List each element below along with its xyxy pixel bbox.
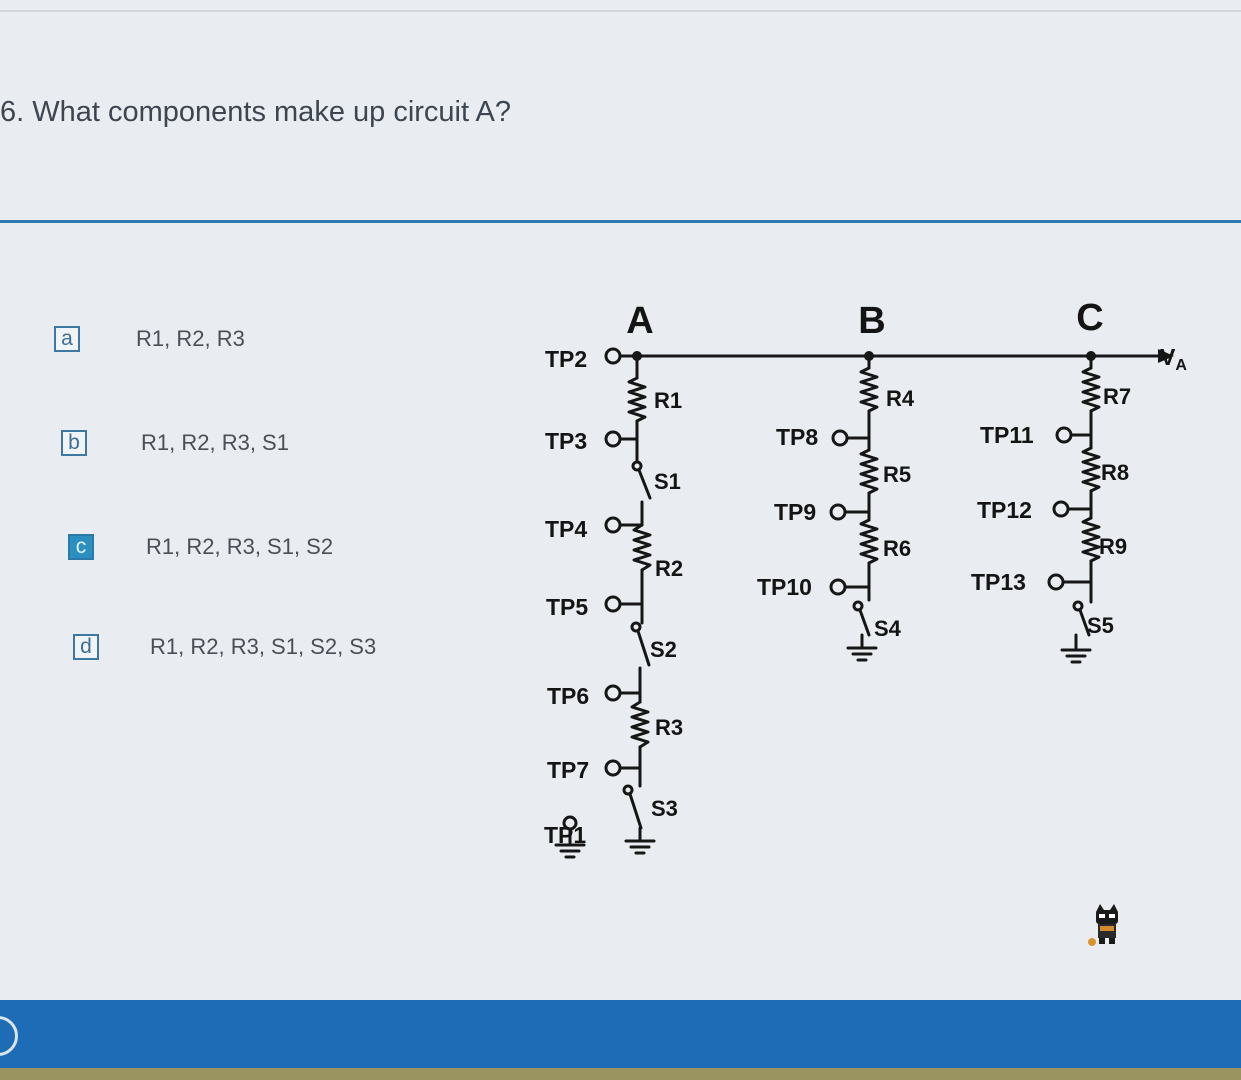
tp12-label: TP12: [977, 497, 1032, 523]
tp8-terminal: [831, 429, 849, 447]
tp5-label: TP5: [546, 594, 588, 620]
circuit-diagram: A B C VA TP1 TP2 TP3 TP4 TP5 TP6 TP7 TP8…: [544, 297, 1187, 859]
resistor-icon: [859, 518, 879, 565]
junction-dot: [632, 351, 642, 361]
tp2-label: TP2: [545, 346, 587, 372]
tp6-terminal: [604, 684, 622, 702]
switch-icon: [622, 784, 634, 796]
option-c-text[interactable]: R1, R2, R3, S1, S2: [146, 534, 334, 559]
switch-icon: [1072, 600, 1084, 612]
resistor-icon: [1081, 366, 1101, 413]
switch-icon: [636, 629, 651, 667]
tp7-label: TP7: [547, 757, 589, 783]
r1-label: R1: [654, 388, 682, 413]
switch-icon: [630, 621, 642, 633]
r5-label: R5: [883, 462, 911, 487]
tp2-terminal: [604, 347, 622, 365]
ground-icon: [1060, 648, 1092, 664]
option-b[interactable]: b R1, R2, R3, S1: [61, 430, 289, 456]
option-b-letter[interactable]: b: [61, 430, 87, 456]
tp8-label: TP8: [776, 424, 818, 450]
column-label-c: C: [1076, 297, 1103, 339]
option-d[interactable]: d R1, R2, R3, S1, S2, S3: [73, 634, 376, 660]
s1-label: S1: [654, 469, 681, 494]
tp9-terminal: [829, 503, 847, 521]
r8-label: R8: [1101, 460, 1129, 485]
option-a-text[interactable]: R1, R2, R3: [136, 326, 245, 351]
tp1-label: TP1: [544, 822, 586, 848]
mascot-icon[interactable]: [1082, 904, 1132, 950]
r6-label: R6: [883, 536, 911, 561]
tp6-label: TP6: [547, 683, 589, 709]
tp11-label: TP11: [980, 422, 1034, 448]
tp4-label: TP4: [545, 516, 587, 542]
ground-icon: [846, 646, 878, 662]
tp12-terminal: [1052, 500, 1070, 518]
footer-bar: [0, 1000, 1241, 1068]
supply-label: VA: [1160, 344, 1187, 374]
resistor-icon: [859, 366, 879, 413]
column-label-a: A: [626, 300, 653, 342]
resistor-icon: [630, 700, 650, 749]
tp10-terminal: [829, 578, 847, 596]
junction-dot: [864, 351, 874, 361]
tp3-label: TP3: [545, 428, 587, 454]
switch-icon: [628, 792, 643, 830]
r7-label: R7: [1103, 384, 1131, 409]
option-c[interactable]: c R1, R2, R3, S1, S2: [68, 534, 333, 560]
tp5-terminal: [604, 595, 622, 613]
resistor-icon: [632, 523, 652, 572]
switch-icon: [631, 460, 643, 472]
option-d-text[interactable]: R1, R2, R3, S1, S2, S3: [150, 634, 377, 659]
tp9-label: TP9: [774, 499, 816, 525]
tp10-label: TP10: [757, 574, 812, 600]
option-a-letter[interactable]: a: [54, 326, 80, 352]
switch-icon: [858, 608, 871, 637]
option-c-letter[interactable]: c: [68, 534, 94, 560]
s2-label: S2: [650, 637, 677, 662]
footer-strip: [0, 1068, 1241, 1080]
r2-label: R2: [655, 556, 683, 581]
top-divider: [0, 10, 1241, 12]
resistor-icon: [627, 376, 647, 423]
option-d-letter[interactable]: d: [73, 634, 99, 660]
r4-label: R4: [886, 386, 915, 411]
tp13-terminal: [1047, 573, 1065, 591]
switch-icon: [1078, 608, 1091, 637]
s5-label: S5: [1087, 613, 1114, 638]
resistor-icon: [1081, 446, 1101, 493]
question-divider: [0, 220, 1241, 223]
question-text: 6. What components make up circuit A?: [0, 96, 511, 128]
tp4-terminal: [604, 516, 622, 534]
s4-label: S4: [874, 616, 902, 641]
r3-label: R3: [655, 715, 683, 740]
arrow-right-icon: [1158, 349, 1174, 363]
footer: [0, 1000, 1241, 1080]
switch-icon: [637, 468, 652, 500]
ground-icon: [554, 843, 586, 859]
resistor-icon: [859, 448, 879, 495]
tp7-terminal: [604, 759, 622, 777]
tp3-terminal: [604, 430, 622, 448]
junction-dot: [1086, 351, 1096, 361]
ground-icon: [624, 839, 656, 855]
column-label-b: B: [858, 300, 885, 342]
r9-label: R9: [1099, 534, 1127, 559]
s3-label: S3: [651, 796, 678, 821]
option-a[interactable]: a R1, R2, R3: [54, 326, 245, 352]
option-b-text[interactable]: R1, R2, R3, S1: [141, 430, 289, 455]
switch-icon: [852, 600, 864, 612]
tp11-terminal: [1055, 426, 1073, 444]
resistor-icon: [1081, 516, 1101, 563]
tp13-label: TP13: [971, 569, 1026, 595]
